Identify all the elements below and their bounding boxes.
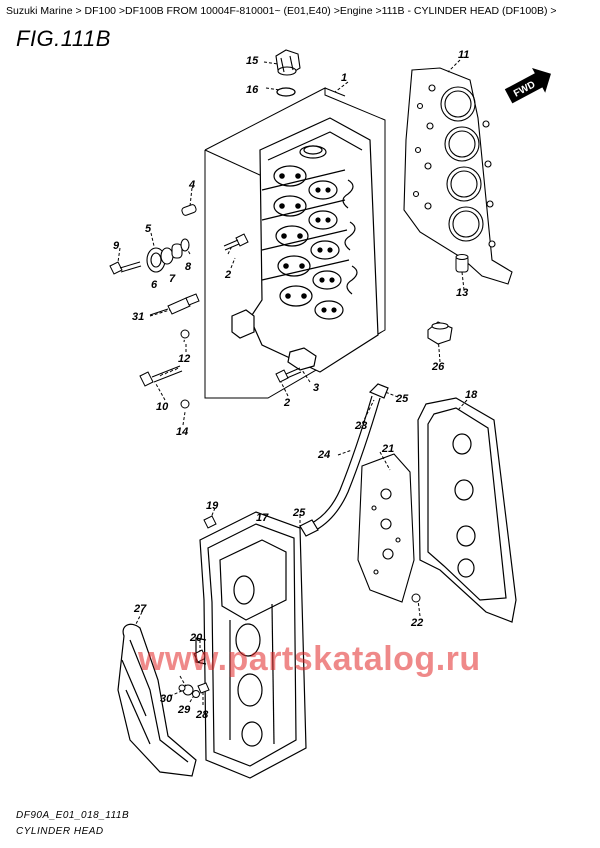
reference-box <box>204 87 386 399</box>
callout-12: 12 <box>178 353 190 365</box>
cylinder-head-gasket <box>403 67 513 285</box>
callout-31: 31 <box>132 311 144 323</box>
callout-5: 5 <box>145 223 152 235</box>
callout-14: 14 <box>176 426 188 438</box>
callout-26: 26 <box>431 361 445 373</box>
callout-17: 17 <box>256 512 269 524</box>
callout-27: 27 <box>133 603 147 615</box>
drawing-code: DF90A_E01_018_111B <box>16 810 130 821</box>
callout-15: 15 <box>246 55 259 67</box>
callout-25: 25 <box>292 507 306 519</box>
side-cover <box>117 623 197 777</box>
seal-parts <box>146 238 190 273</box>
callout-16: 16 <box>246 84 259 96</box>
callout-20: 20 <box>189 632 203 644</box>
o-ring <box>276 87 296 97</box>
spark-plug <box>149 293 200 316</box>
callout-9: 9 <box>113 240 120 252</box>
cover-gasket <box>357 453 415 603</box>
small-parts <box>178 682 210 698</box>
fwd-arrow: FWD <box>504 68 551 104</box>
callout-2: 2 <box>224 269 231 281</box>
hose <box>299 383 389 537</box>
oil-filler-cap <box>275 49 301 76</box>
callout-22: 22 <box>410 617 423 629</box>
callout-29: 29 <box>177 704 191 716</box>
dowel-pin <box>181 204 469 273</box>
callout-19: 19 <box>206 500 219 512</box>
callout-8: 8 <box>185 261 192 273</box>
head-cover-gasket <box>417 397 517 623</box>
callout-11: 11 <box>458 49 469 61</box>
clip <box>427 321 453 345</box>
cylinder-head <box>231 117 379 373</box>
callout-labels: 1 2 2 3 4 5 6 7 8 9 10 11 12 13 14 15 16… <box>113 49 478 721</box>
callout-23: 23 <box>354 420 367 432</box>
callout-13: 13 <box>456 287 468 299</box>
callout-1: 1 <box>341 72 347 84</box>
watermark: www.partskatalog.ru <box>138 640 481 678</box>
cylinder-head-cover <box>195 511 307 779</box>
figure-title: FIG.111B <box>16 26 111 51</box>
callout-10: 10 <box>156 401 169 413</box>
bolts <box>109 233 421 663</box>
breadcrumb[interactable]: Suzuki Marine > DF100 >DF100B FROM 10004… <box>6 5 557 17</box>
callout-4: 4 <box>188 179 195 191</box>
callout-25: 25 <box>395 393 409 405</box>
callout-24: 24 <box>317 449 330 461</box>
callout-21: 21 <box>381 443 394 455</box>
callout-3: 3 <box>313 382 319 394</box>
callout-30: 30 <box>160 693 173 705</box>
callout-2: 2 <box>283 397 290 409</box>
callout-18: 18 <box>465 389 478 401</box>
callout-6: 6 <box>151 279 158 291</box>
callout-28: 28 <box>195 709 209 721</box>
callout-7: 7 <box>169 273 176 285</box>
drawing-name: CYLINDER HEAD <box>16 826 104 837</box>
